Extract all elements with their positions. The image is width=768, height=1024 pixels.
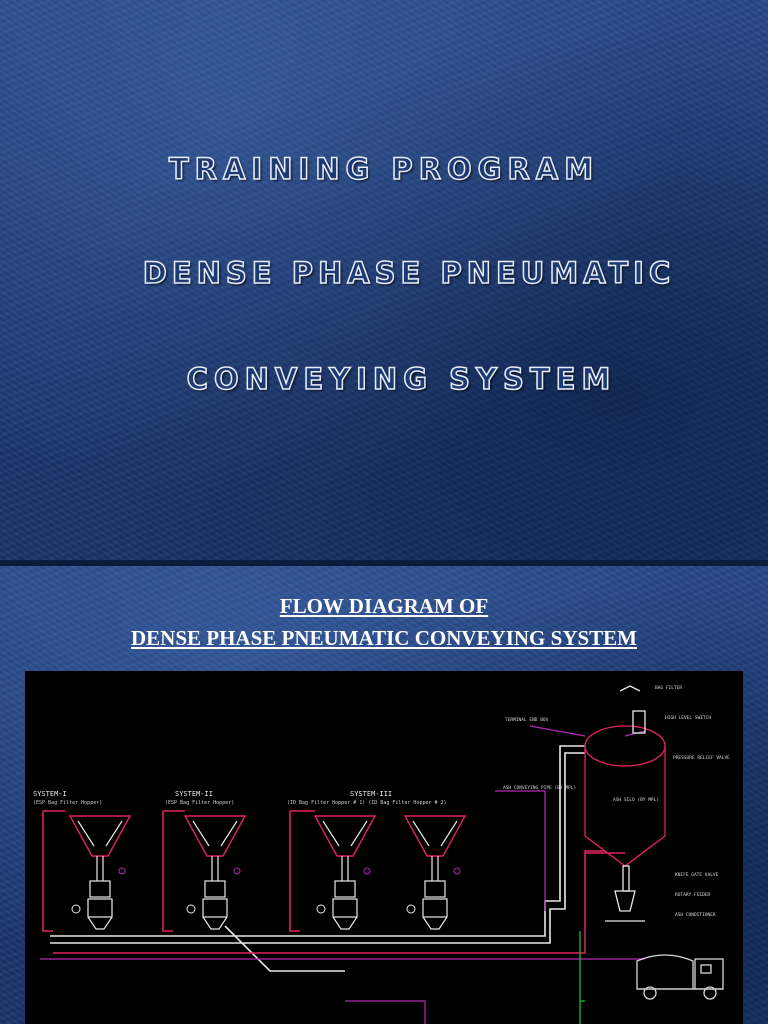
- slide-divider: [0, 560, 768, 566]
- silo-label-group: BAG FILTER HIGH LEVEL SWITCH PRESSURE RE…: [503, 685, 730, 918]
- feed-arms: [322, 820, 368, 847]
- label-high-level-switch: HIGH LEVEL SWITCH: [665, 715, 711, 721]
- pump-vessel: [89, 880, 111, 898]
- conveying-pipes: [50, 745, 585, 972]
- diagram-heading-line2: DENSE PHASE PNEUMATIC CONVEYING SYSTEM: [130, 626, 637, 650]
- hopper-funnel: [403, 815, 467, 857]
- label-ash-silo: ASH SILO (BY MPL): [613, 797, 659, 803]
- instrument-circle: [186, 904, 196, 914]
- ground-line: [579, 931, 585, 1024]
- system-3-label: SYSTEM-III: [350, 790, 392, 798]
- valve-body: [202, 898, 228, 918]
- signal-circle: [363, 867, 371, 875]
- valve-outlet: [87, 916, 113, 930]
- system-1-label: SYSTEM-I: [33, 790, 67, 798]
- pump-vessel: [204, 880, 226, 898]
- title-line-conveying-system: CONVEYING SYSTEM: [186, 361, 617, 397]
- air-lines: [42, 810, 625, 954]
- vessel-column: [431, 856, 439, 881]
- title-line-dense-phase: DENSE PHASE PNEUMATIC: [142, 255, 676, 291]
- hopper-funnel: [313, 815, 377, 857]
- vessel-column: [341, 856, 349, 881]
- label-pressure-relief-valve: PRESSURE RELIEF VALVE: [673, 755, 730, 761]
- pump-vessel: [334, 880, 356, 898]
- vessel-column: [96, 856, 104, 881]
- instrument-circle: [71, 904, 81, 914]
- title-line-training-program: TRAINING PROGRAM: [168, 151, 600, 187]
- hopper-funnel: [183, 815, 247, 857]
- signal-circle: [118, 867, 126, 875]
- vessel-column: [211, 856, 219, 881]
- diagram-slide: FLOW DIAGRAM OF DENSE PHASE PNEUMATIC CO…: [0, 566, 768, 1024]
- instrument-circle: [406, 904, 416, 914]
- feed-arms: [412, 820, 458, 847]
- hopper-units: [68, 815, 467, 930]
- title-slide: TRAINING PROGRAM DENSE PHASE PNEUMATIC C…: [0, 0, 768, 560]
- signal-circle: [233, 867, 241, 875]
- system-2-sub: (ESP Bag Filter Hopper): [165, 800, 234, 806]
- ash-silo: [584, 685, 666, 922]
- valve-body: [422, 898, 448, 918]
- valve-outlet: [332, 916, 358, 930]
- hopper-unit: [183, 815, 247, 930]
- system-3-sub: (ID Bag Filter Hopper # 1) (ID Bag Filte…: [287, 800, 447, 806]
- hopper-unit: [403, 815, 467, 930]
- hopper-unit: [68, 815, 132, 930]
- system-2-label: SYSTEM-II: [175, 790, 213, 798]
- label-rotary-feeder: ROTARY FEEDER: [675, 892, 711, 898]
- flow-diagram-svg: SYSTEM-I (ESP Bag Filter Hopper) SYSTEM-…: [33, 685, 730, 1024]
- diagram-heading-line1: FLOW DIAGRAM OF: [279, 594, 489, 618]
- valve-outlet: [202, 916, 228, 930]
- feed-arms: [77, 820, 123, 847]
- truck: [636, 954, 724, 1000]
- hopper-funnel: [68, 815, 132, 857]
- valve-body: [87, 898, 113, 918]
- instrument-circle: [316, 904, 326, 914]
- system-1-sub: (ESP Bag Filter Hopper): [33, 800, 102, 806]
- signal-circle: [453, 867, 461, 875]
- pump-vessel: [424, 880, 446, 898]
- valve-body: [332, 898, 358, 918]
- label-ash-conveying-pipe: ASH CONVEYING PIPE (BY MPL): [503, 785, 576, 791]
- signal-lines: [40, 725, 646, 1024]
- hopper-unit: [313, 815, 377, 930]
- flow-diagram: SYSTEM-I (ESP Bag Filter Hopper) SYSTEM-…: [25, 671, 743, 1024]
- valve-outlet: [422, 916, 448, 930]
- label-ash-conditioner: ASH CONDITIONER: [675, 912, 716, 918]
- label-knife-gate-valve: KNIFE GATE VALVE: [675, 872, 719, 878]
- label-bag-filter: BAG FILTER: [655, 685, 682, 691]
- label-terminal-end-box: TERMINAL END BOX: [505, 717, 549, 723]
- feed-arms: [192, 820, 238, 847]
